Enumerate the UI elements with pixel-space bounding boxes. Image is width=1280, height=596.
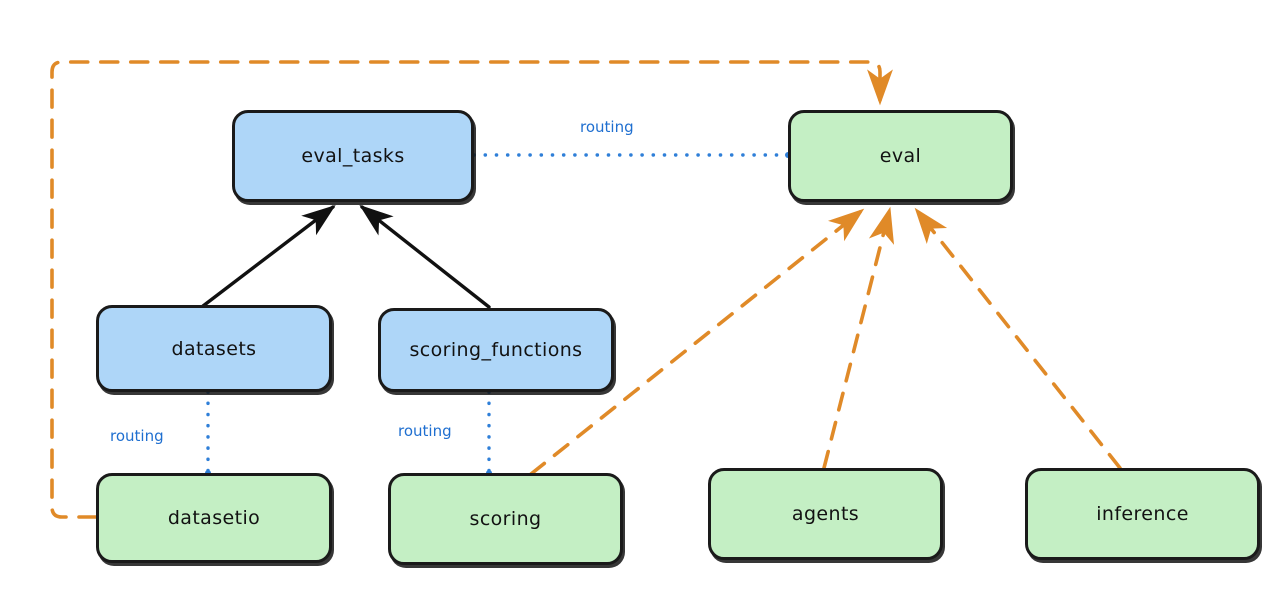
edge-eval-tasks-to-eval-routing — [472, 152, 791, 158]
node-inference[interactable]: inference — [1025, 468, 1260, 560]
edge-datasets-to-datasetio-routing — [205, 390, 211, 476]
edge-datasetio-to-eval-dependency — [50, 60, 893, 519]
node-scoring-functions[interactable]: scoring_functions — [378, 308, 614, 392]
edge-inference-to-eval-dependency — [914, 207, 1122, 470]
node-scoring[interactable]: scoring — [388, 473, 623, 565]
edge-agents-to-eval-dependency — [822, 206, 895, 470]
node-label-inference: inference — [1096, 503, 1189, 525]
edge-label-routing-eval-tasks: routing — [580, 118, 634, 136]
edge-label-routing-scoring-functions: routing — [398, 422, 452, 440]
node-datasets[interactable]: datasets — [96, 305, 332, 392]
node-datasetio[interactable]: datasetio — [96, 473, 332, 563]
edge-label-routing-datasets: routing — [110, 427, 164, 445]
node-label-eval-tasks: eval_tasks — [301, 145, 405, 167]
edge-scoring-functions-to-eval-tasks — [359, 204, 491, 309]
node-eval[interactable]: eval — [788, 110, 1013, 202]
edge-scoring-to-eval-dependency — [529, 208, 865, 476]
node-label-eval: eval — [879, 145, 922, 167]
node-label-datasets: datasets — [171, 337, 257, 360]
node-label-scoring: scoring — [469, 508, 542, 530]
node-label-agents: agents — [791, 503, 860, 525]
node-label-scoring-functions: scoring_functions — [409, 339, 583, 361]
node-label-datasetio: datasetio — [167, 507, 261, 529]
edge-datasets-to-eval-tasks — [201, 204, 336, 308]
node-agents[interactable]: agents — [708, 468, 943, 560]
edge-scoring-functions-to-scoring-routing — [486, 390, 492, 476]
node-eval-tasks[interactable]: eval_tasks — [232, 110, 474, 202]
